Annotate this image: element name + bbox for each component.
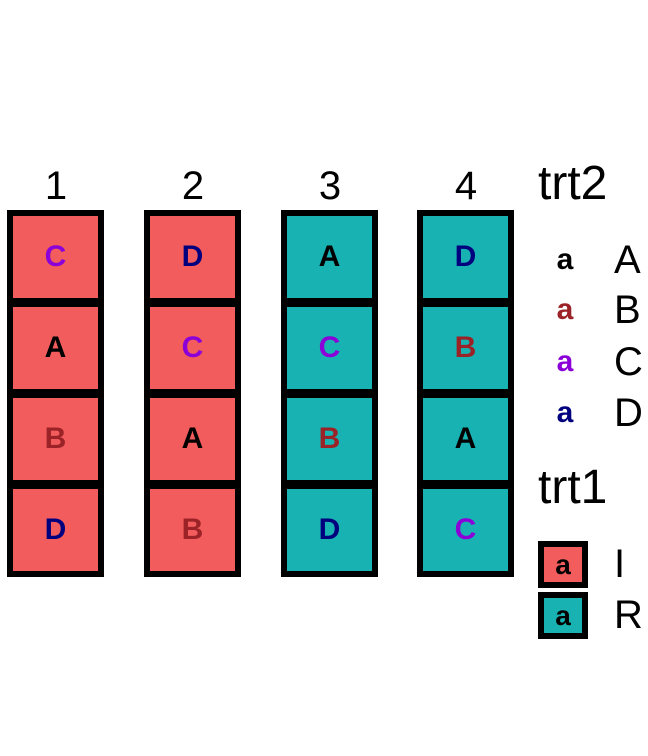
legend-trt2-key: a — [556, 396, 574, 429]
plot-cell: A — [281, 210, 378, 304]
legend-trt2-label: C — [614, 340, 643, 384]
legend-trt1-title: trt1 — [538, 461, 608, 514]
plot-cell: C — [417, 483, 514, 577]
legend-trt1-key: a — [538, 541, 588, 588]
column-label: 3 — [318, 164, 342, 208]
plot-cell: D — [281, 483, 378, 577]
plot-cell: C — [281, 301, 378, 395]
legend-trt2-label: D — [614, 391, 643, 435]
plot-cell: A — [7, 301, 104, 395]
plot-cell: D — [144, 210, 241, 304]
legend-trt1-label: I — [614, 542, 626, 586]
plot-cell: B — [144, 483, 241, 577]
plot-cell: C — [7, 210, 104, 304]
column-label: 1 — [44, 164, 68, 208]
plot-cell: A — [417, 392, 514, 486]
column-label: 4 — [454, 164, 478, 208]
legend-trt2-label: B — [614, 288, 641, 332]
legend-trt2-label: A — [614, 238, 641, 282]
legend-trt2-title: trt2 — [538, 157, 608, 210]
plot-cell: B — [417, 301, 514, 395]
legend-trt1-key: a — [538, 592, 588, 639]
legend-trt2-key: a — [556, 243, 574, 276]
plot-cell: C — [144, 301, 241, 395]
column-label: 2 — [181, 164, 205, 208]
legend-trt2-key: a — [556, 345, 574, 378]
plot-cell: A — [144, 392, 241, 486]
plot-cell: D — [7, 483, 104, 577]
plot-cell: B — [7, 392, 104, 486]
legend-trt2-key: a — [556, 293, 574, 326]
plot-cell: B — [281, 392, 378, 486]
legend-trt1-label: R — [614, 593, 643, 637]
plot-cell: D — [417, 210, 514, 304]
